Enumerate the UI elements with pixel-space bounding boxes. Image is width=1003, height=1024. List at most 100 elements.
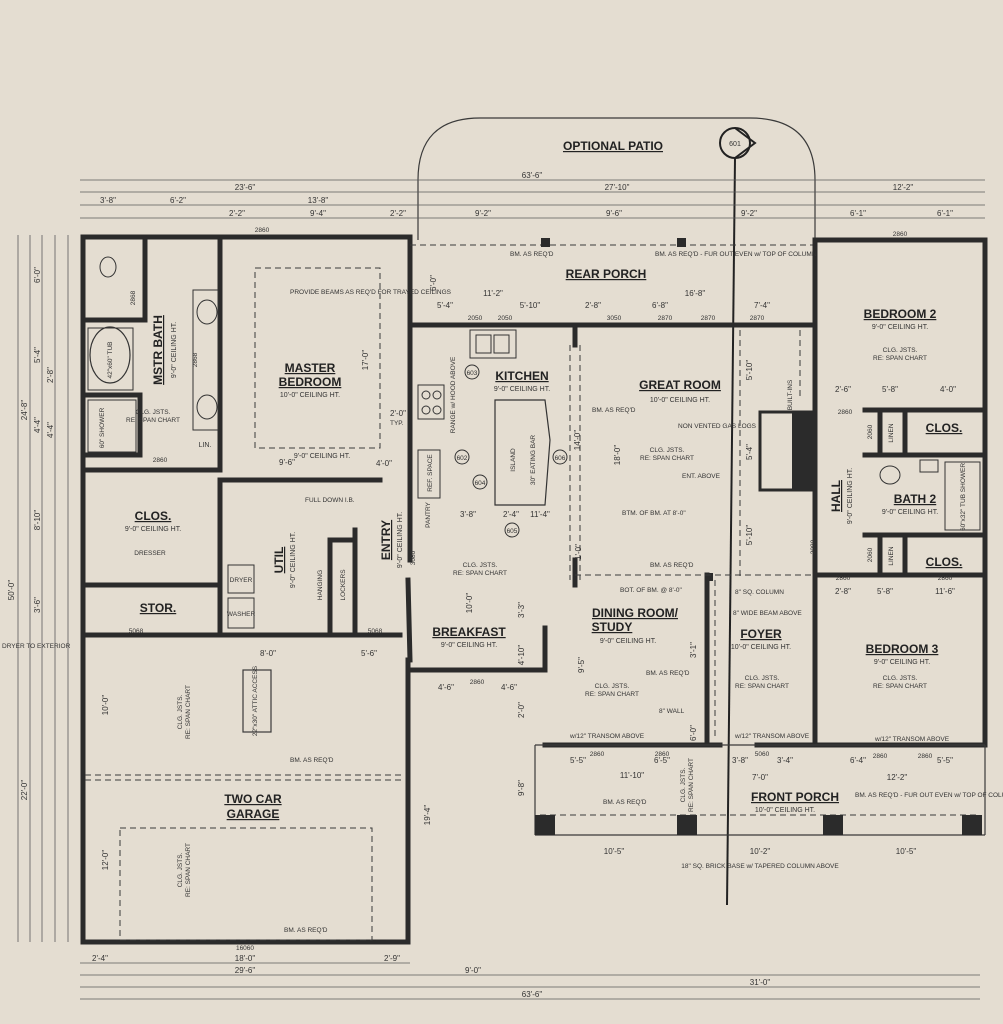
rear-column-2 [677, 238, 686, 247]
pantry-label: PANTRY [425, 501, 432, 527]
foyer-column [705, 573, 713, 581]
svg-text:CLG. JSTS.: CLG. JSTS. [177, 852, 184, 887]
linen1-label: LINEN [888, 423, 895, 442]
svg-text:13'-8": 13'-8" [308, 196, 329, 205]
island-label: ISLAND [510, 448, 517, 472]
svg-text:10'-0": 10'-0" [465, 593, 474, 614]
master-bedroom-label-2: BEDROOM [279, 375, 342, 389]
bedroom3-ceiling: 9'-0" CEILING HT. [874, 659, 930, 666]
svg-text:23'-6": 23'-6" [235, 183, 256, 192]
svg-text:2050: 2050 [468, 315, 483, 322]
svg-text:2060: 2060 [867, 547, 874, 562]
patio-outline [417, 117, 816, 240]
master-bath-ceiling: 9'-0" CEILING HT. [171, 322, 178, 378]
svg-text:2'-8": 2'-8" [835, 587, 851, 596]
svg-text:CLG. JSTS.: CLG. JSTS. [463, 562, 498, 569]
bm-reqd-kitchen: BM. AS REQ'D [592, 407, 636, 414]
svg-text:3'-8": 3'-8" [100, 196, 116, 205]
stor-label: STOR. [140, 601, 176, 615]
svg-text:5068: 5068 [368, 628, 383, 635]
svg-text:4'-4": 4'-4" [33, 417, 42, 433]
svg-text:2860: 2860 [470, 679, 485, 686]
kitchen-ceiling: 9'-0" CEILING HT. [494, 386, 550, 393]
ent-above-note: ENT. ABOVE [682, 473, 721, 480]
svg-text:2860: 2860 [153, 457, 168, 464]
door-sizes: 2860 2860 2050 2050 3050 2870 2870 2870 … [129, 227, 953, 760]
svg-text:RE: SPAN CHART: RE: SPAN CHART [185, 843, 192, 897]
svg-text:2860: 2860 [873, 753, 888, 760]
svg-text:RE: SPAN CHART: RE: SPAN CHART [735, 683, 789, 690]
svg-text:4'-6": 4'-6" [438, 683, 454, 692]
master-beams-note: PROVIDE BEAMS AS REQ'D FOR TRAYED CEILIN… [290, 289, 452, 296]
column-4 [962, 815, 982, 835]
svg-text:2860: 2860 [938, 575, 953, 582]
svg-text:2860: 2860 [590, 751, 605, 758]
bm-reqd-garage-2: BM. AS REQ'D [284, 927, 328, 934]
svg-text:63'-6": 63'-6" [522, 990, 543, 999]
svg-text:5'-5": 5'-5" [937, 756, 953, 765]
callout-tags: 603 602 604 605 606 [454, 364, 568, 538]
svg-text:5'-8": 5'-8" [882, 385, 898, 394]
room-labels: REAR PORCH MASTER BEDROOM 10'-0" CEILING… [99, 251, 1003, 934]
bedroom2-ceiling: 9'-0" CEILING HT. [872, 324, 928, 331]
front-porch-label: FRONT PORCH [751, 790, 839, 804]
svg-text:CLG. JSTS.: CLG. JSTS. [883, 675, 918, 682]
refr-label: REF. SPACE [427, 454, 434, 492]
top-dimensions: 63'-6" 23'-6" 27'-10" 12'-2" 3'-8" 6'-2"… [80, 171, 985, 219]
svg-text:6'-8": 6'-8" [652, 301, 668, 310]
svg-text:2'-8": 2'-8" [46, 367, 55, 383]
svg-text:16060: 16060 [236, 945, 254, 952]
svg-text:2860: 2860 [836, 575, 851, 582]
svg-text:4'-6": 4'-6" [501, 683, 517, 692]
fixtures [87, 256, 981, 629]
svg-text:22'-0": 22'-0" [20, 780, 29, 801]
svg-text:6'-1": 6'-1" [937, 209, 953, 218]
svg-text:RE: SPAN CHART: RE: SPAN CHART [453, 570, 507, 577]
svg-text:6'-0": 6'-0" [33, 267, 42, 283]
svg-text:603: 603 [467, 370, 478, 377]
svg-text:16'-8": 16'-8" [685, 289, 706, 298]
dining-label: DINING ROOM/ [592, 606, 679, 620]
svg-text:9'-4": 9'-4" [310, 209, 326, 218]
column-3 [823, 815, 843, 835]
svg-text:2060: 2060 [867, 424, 874, 439]
shower-label: 60" SHOWER [99, 407, 106, 448]
gas-logs-note: NON VENTED GAS LOGS [678, 423, 757, 430]
svg-text:11'-10": 11'-10" [620, 771, 644, 780]
svg-text:4'-4": 4'-4" [46, 422, 55, 438]
sq-column-note: 8" SQ. COLUMN [735, 589, 784, 596]
svg-text:2860: 2860 [255, 227, 270, 234]
svg-text:5'-6": 5'-6" [361, 649, 377, 658]
closet-b2-label: CLOS. [926, 421, 963, 435]
foyer-label: FOYER [740, 627, 782, 641]
tub-shower-label: 60"x32" TUB SHOWER [960, 463, 967, 531]
svg-text:DRYER TO EXTERIOR: DRYER TO EXTERIOR [2, 643, 71, 650]
hall-label: HALL [829, 480, 843, 512]
svg-text:CLG. JSTS.: CLG. JSTS. [136, 409, 171, 416]
transom-note-2: w/12" TRANSOM ABOVE [734, 733, 810, 740]
svg-text:24'-8": 24'-8" [20, 400, 29, 421]
svg-text:3050: 3050 [607, 315, 622, 322]
entry-ceiling: 9'-0" CEILING HT. [397, 512, 404, 568]
svg-text:8'-0": 8'-0" [260, 649, 276, 658]
bath2-label: BATH 2 [894, 492, 937, 506]
great-room-label: GREAT ROOM [639, 378, 721, 392]
closet-b3-label: CLOS. [926, 555, 963, 569]
bm-reqd-dining-2: BM. AS REQ'D [646, 670, 690, 677]
svg-text:3'-6": 3'-6" [33, 597, 42, 613]
ceiling-dash-lines [85, 267, 815, 941]
master-bath-label: MSTR BATH [151, 315, 165, 385]
bm-reqd-rear: BM. AS REQ'D [510, 251, 554, 258]
svg-text:2'-8": 2'-8" [585, 301, 601, 310]
svg-text:2'-2": 2'-2" [229, 209, 245, 218]
svg-text:1'-0": 1'-0" [574, 544, 583, 560]
svg-text:6'-0": 6'-0" [689, 725, 698, 741]
svg-text:2'-4": 2'-4" [92, 954, 108, 963]
front-porch-ceiling: 10'-0" CEILING HT. [755, 807, 815, 814]
svg-text:11'-2": 11'-2" [483, 289, 503, 298]
svg-text:3'-8": 3'-8" [460, 510, 476, 519]
svg-text:10'-5": 10'-5" [896, 847, 917, 856]
svg-text:17'-0": 17'-0" [361, 350, 370, 371]
svg-text:3'-3": 3'-3" [517, 602, 526, 618]
svg-text:11'-6": 11'-6" [935, 587, 955, 596]
